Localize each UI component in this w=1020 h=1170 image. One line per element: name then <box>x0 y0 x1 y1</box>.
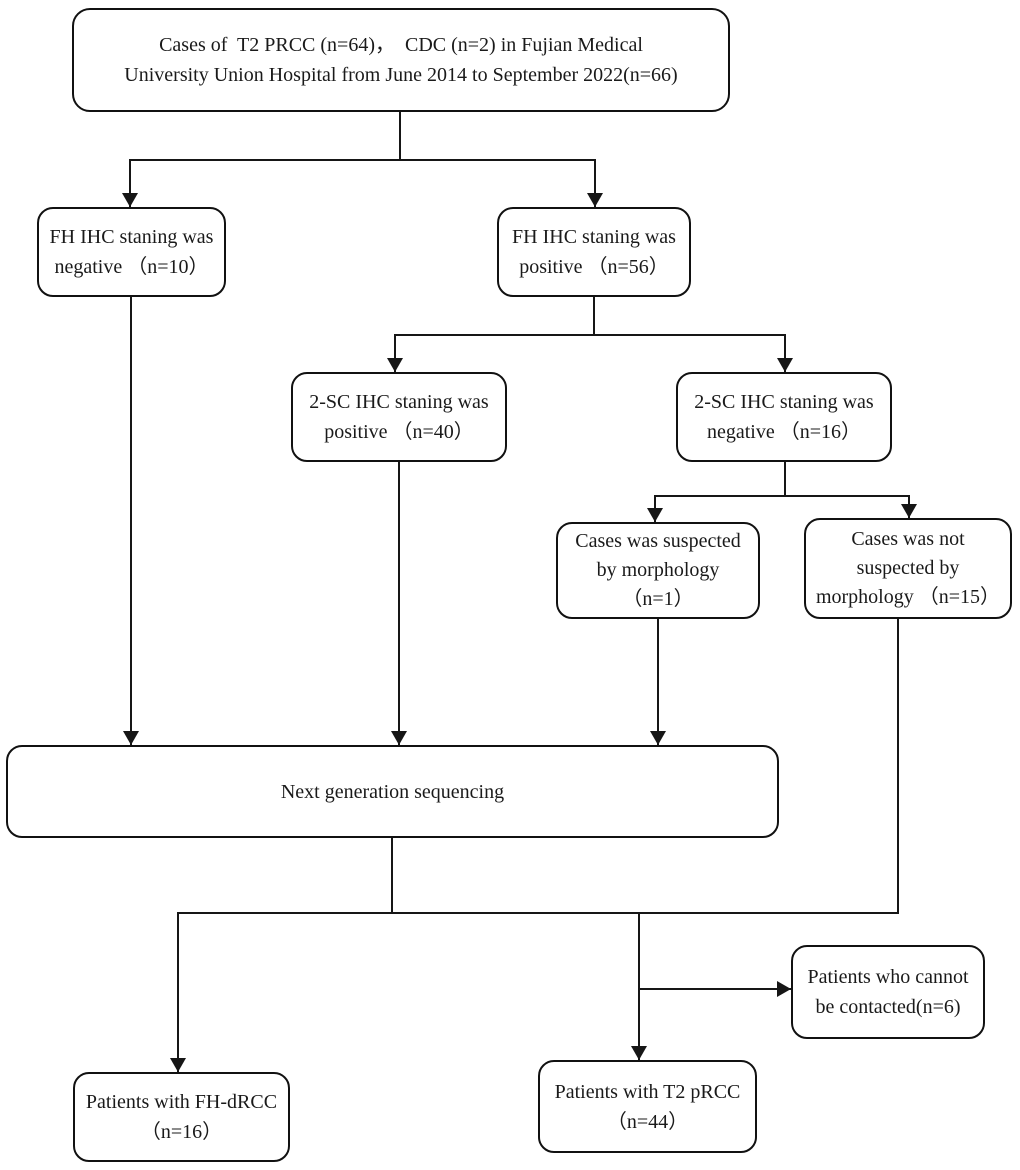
arrowhead-down-icon <box>587 193 603 207</box>
flow-connector <box>394 335 396 372</box>
flow-connector <box>129 160 131 207</box>
arrowhead-down-icon <box>391 731 407 745</box>
node-next-generation-sequencing: Next generation sequencing <box>6 745 779 838</box>
flow-connector <box>130 297 132 745</box>
flow-connector <box>784 462 786 497</box>
flow-connector <box>177 912 899 914</box>
node-2sc-ihc-positive: 2-SC IHC staning was positive （n=40） <box>291 372 507 462</box>
node-fh-ihc-negative: FH IHC staning was negative （n=10） <box>37 207 226 297</box>
node-2sc-ihc-negative: 2-SC IHC staning was negative （n=16） <box>676 372 892 462</box>
node-patients-fh-drcc: Patients with FH-dRCC （n=16） <box>73 1072 290 1162</box>
flow-connector <box>398 462 400 745</box>
arrowhead-down-icon <box>387 358 403 372</box>
flow-connector <box>638 913 640 1060</box>
flow-connector <box>784 335 786 372</box>
node-suspected-by-morphology: Cases was suspected by morphology （n=1） <box>556 522 760 619</box>
node-patients-cannot-be-contacted: Patients who cannot be contacted(n=6) <box>791 945 985 1039</box>
flow-connector <box>657 619 659 745</box>
flow-connector <box>654 495 910 497</box>
flow-connector <box>639 988 791 990</box>
arrowhead-down-icon <box>123 731 139 745</box>
node-fh-ihc-positive: FH IHC staning was positive （n=56） <box>497 207 691 297</box>
flow-connector <box>129 159 596 161</box>
arrowhead-down-icon <box>777 358 793 372</box>
node-not-suspected-by-morphology: Cases was not suspected by morphology （n… <box>804 518 1012 619</box>
flow-connector <box>897 619 899 914</box>
arrowhead-down-icon <box>170 1058 186 1072</box>
flow-connector <box>177 913 179 1072</box>
flow-connector <box>399 112 401 161</box>
arrowhead-down-icon <box>901 504 917 518</box>
flow-connector <box>391 838 393 914</box>
arrowhead-down-icon <box>631 1046 647 1060</box>
arrowhead-down-icon <box>647 508 663 522</box>
node-total-cases: Cases of T2 PRCC (n=64)， CDC (n=2) in Fu… <box>72 8 730 112</box>
arrowhead-right-icon <box>777 981 791 997</box>
flow-connector <box>394 334 786 336</box>
arrowhead-down-icon <box>122 193 138 207</box>
flow-connector <box>593 297 595 336</box>
node-patients-t2-prcc: Patients with T2 pRCC （n=44） <box>538 1060 757 1153</box>
flow-connector <box>594 160 596 207</box>
arrowhead-down-icon <box>650 731 666 745</box>
